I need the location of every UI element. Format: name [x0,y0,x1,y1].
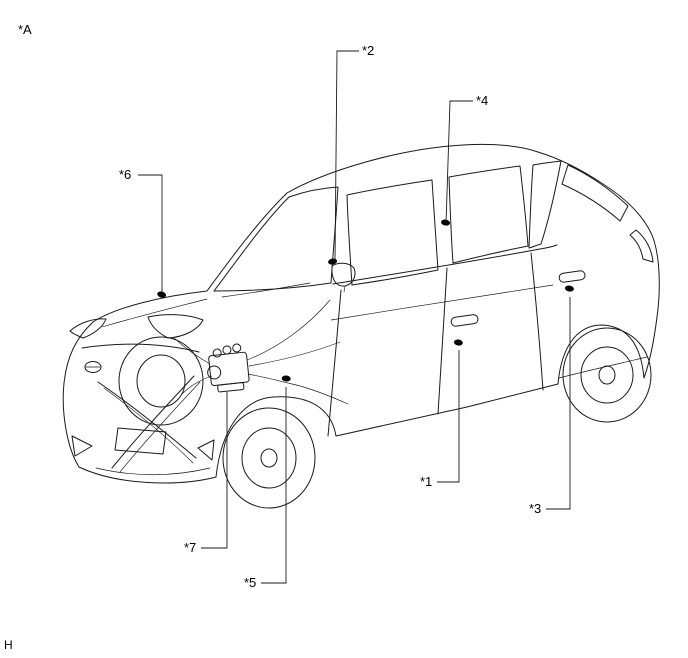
front-near-rim [241,427,297,489]
callout-label-3: *3 [529,501,541,516]
fascia-x-arm-2b [119,381,201,473]
brand-emblem [84,361,102,373]
callout-label-6: *6 [119,167,131,182]
license-plate-area [114,427,167,455]
fastener-clip-4 [439,218,451,232]
front-door-window [346,179,439,286]
actuator-solenoid-2 [222,345,232,355]
actuator-unit [207,343,250,393]
grille-top-line [81,343,200,353]
front-fascia [69,314,215,476]
leader-line-3 [546,297,571,510]
front-near-hub [260,448,278,468]
fastener-clip-1 [452,338,464,352]
hood-crease-line [101,298,208,328]
beltline [332,244,558,285]
callout-label-2: *2 [362,43,374,58]
character-line [330,284,554,321]
wheels [118,327,652,509]
callout-labels: *A *2 *4 *6 *1 *3 *7 *5 H [4,22,541,652]
vehicle-illustration [62,143,660,509]
side-body-details [327,229,654,437]
door-center-cut-line [437,267,448,415]
leader-line-6 [138,174,163,293]
view-marker-label: *A [18,22,32,37]
front-door-cut-line [327,289,342,437]
page-marker-label: H [4,638,13,652]
greenhouse-windows [213,160,629,292]
brake-line-to-master [173,337,211,365]
fastener-clip-3 [563,284,575,298]
brake-line-to-cowl [246,299,331,361]
front-near-tire [222,407,316,509]
actuator-solenoid-1 [212,348,222,358]
fastener-clip-5 [280,375,291,388]
leader-line-5 [261,387,287,584]
side-mirror [331,262,356,287]
brake-actuator-assembly [173,299,349,405]
car-body-outline [62,143,660,484]
rear-bumper-seam [558,356,648,379]
actuator-body [208,351,250,387]
windshield [213,186,339,292]
rear-tire [562,327,652,423]
fascia-x-arm-2 [111,375,195,469]
cowl-wiper-line [221,282,311,298]
leader-line-7 [201,392,228,549]
fog-lamp-left [71,435,93,457]
fog-lamp-right [197,439,215,461]
rear-hub [598,365,616,385]
brake-line-mid [248,341,341,367]
headlight-near [147,314,204,339]
callout-leader-lines [138,50,571,584]
fascia-x-arm-1 [97,381,197,459]
brake-line-down [181,375,213,395]
taillight [629,229,654,263]
brake-line-rearward [247,373,349,405]
callout-label-7: *7 [184,540,196,555]
rear-door-cut-line [530,252,544,391]
body-silhouette [62,143,660,484]
front-far-rim [136,354,186,408]
rear-glass [561,164,629,222]
actuator-bracket [217,382,245,393]
mirror-stem [343,285,346,293]
headlight-far [69,318,107,339]
front-far-tire [118,336,204,426]
rear-rim [580,346,634,404]
callout-label-4: *4 [476,93,488,108]
leader-line-2 [334,50,359,264]
rear-door-handle [558,270,586,283]
actuator-solenoid-3 [232,343,242,353]
quarter-window [528,160,562,249]
rear-door-window [448,165,529,264]
leader-line-4 [445,100,473,225]
fastener-clips [155,218,575,388]
leader-line-1 [437,350,460,483]
front-door-handle [450,314,479,327]
bumper-lower-lip [95,467,211,476]
callout-label-5: *5 [244,575,256,590]
callout-label-1: *1 [420,474,432,489]
actuator-motor [207,365,222,380]
